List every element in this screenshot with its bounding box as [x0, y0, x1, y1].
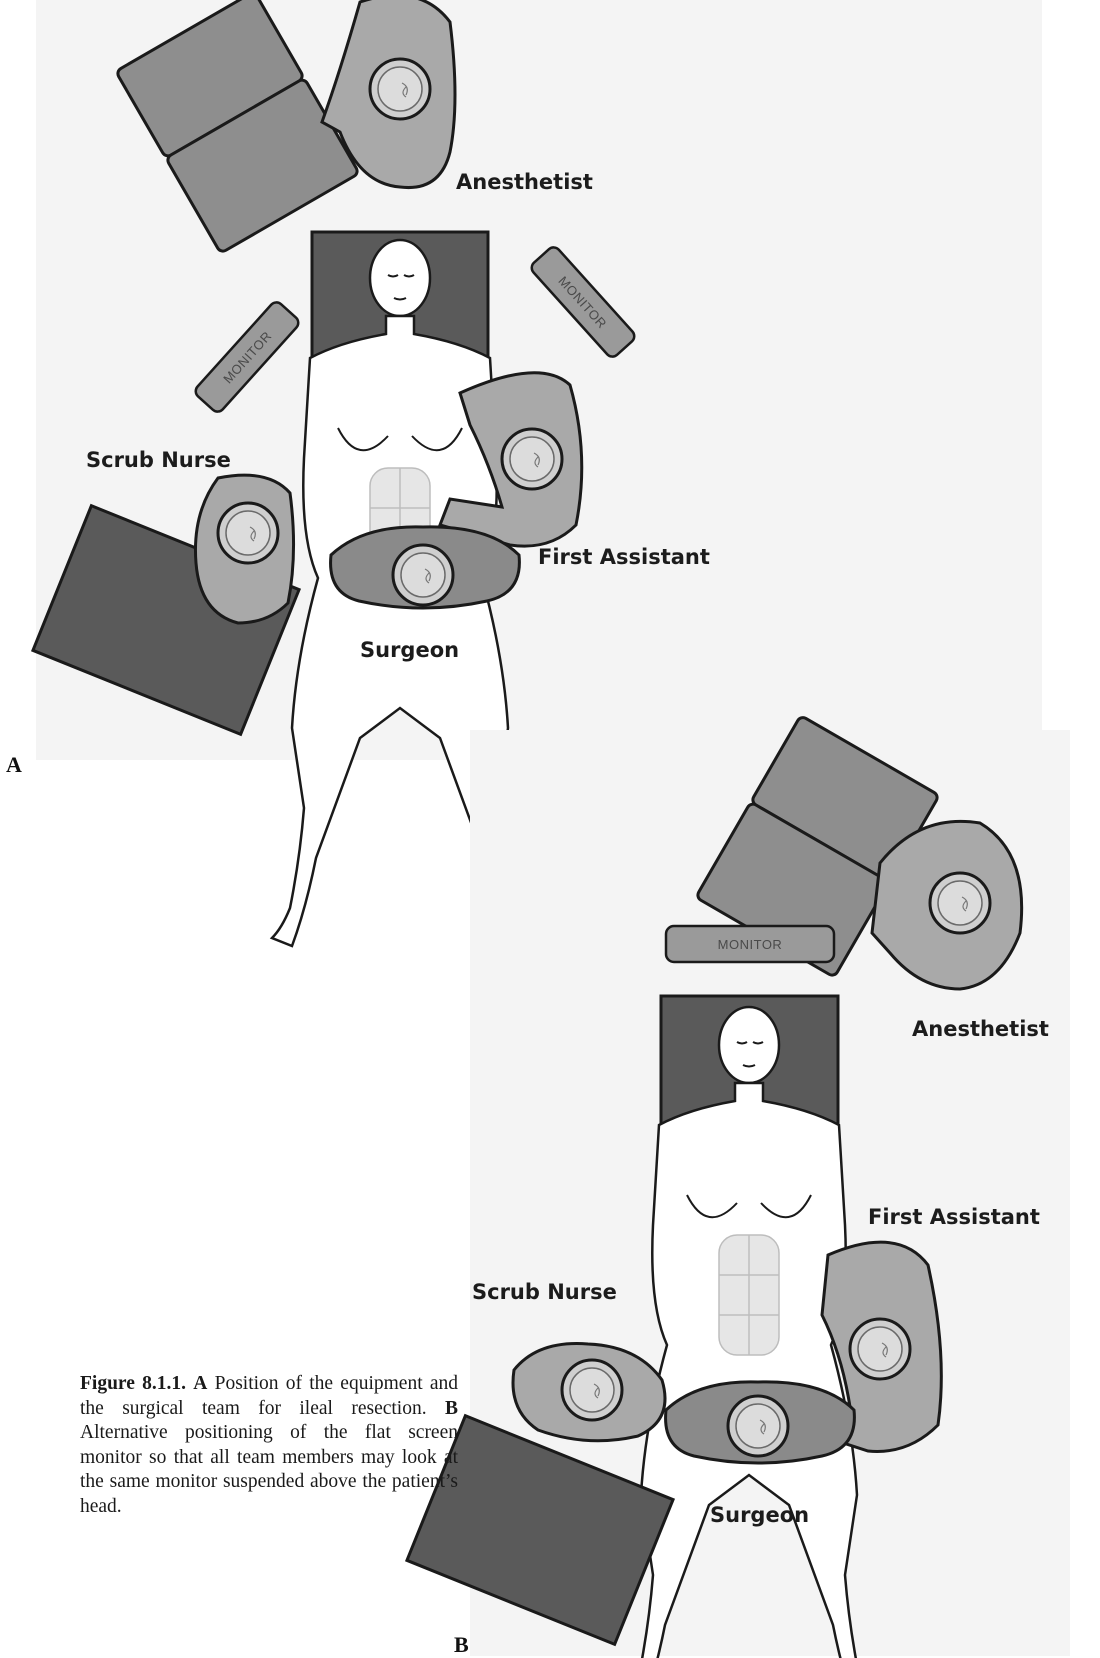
caption-letter-b: B	[445, 1398, 458, 1419]
scrub-nurse-figure-a	[195, 475, 293, 623]
monitor-label: MONITOR	[718, 937, 783, 952]
figure-caption: Figure 8.1.1. A Position of the equipmen…	[80, 1372, 458, 1519]
panel-letter-a: A	[6, 752, 22, 777]
label-first-assistant-a: First Assistant	[538, 545, 710, 569]
label-surgeon-b: Surgeon	[710, 1503, 809, 1527]
panel-letter-b: B	[454, 1632, 469, 1657]
label-anesthetist-b: Anesthetist	[912, 1017, 1049, 1041]
label-scrub-nurse-b: Scrub Nurse	[472, 1280, 617, 1304]
label-first-assistant-b: First Assistant	[868, 1205, 1040, 1229]
figure-number: Figure 8.1.1.	[80, 1373, 186, 1394]
label-anesthetist-a: Anesthetist	[456, 170, 593, 194]
caption-text-b: Alternative positioning of the flat scre…	[80, 1422, 458, 1517]
surgeon-figure-b	[666, 1382, 855, 1463]
panel-b: MONITOR Anesthetist First Assistan	[407, 715, 1070, 1658]
monitor-b: MONITOR	[666, 926, 834, 962]
label-scrub-nurse-a: Scrub Nurse	[86, 448, 231, 472]
caption-letter-a: A	[193, 1373, 207, 1394]
label-surgeon-a: Surgeon	[360, 638, 459, 662]
surgeon-figure-a	[331, 527, 520, 608]
